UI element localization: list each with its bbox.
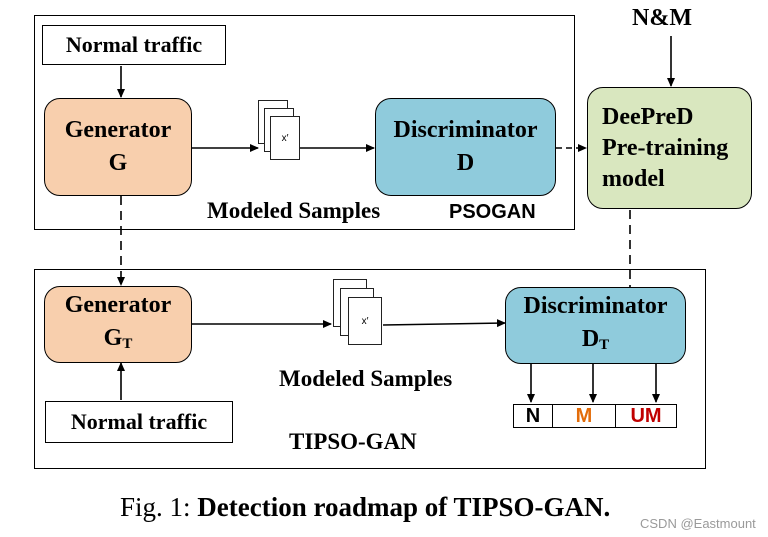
normal-traffic-box-top: Normal traffic	[42, 25, 226, 65]
normal-traffic-label-top: Normal traffic	[65, 32, 203, 57]
output-um: UM	[615, 404, 677, 428]
discriminator-d-title: Discriminator	[393, 117, 538, 143]
nm-source-label: N&M	[632, 5, 692, 31]
tipso-gan-label: TIPSO-GAN	[289, 429, 417, 454]
psogan-label: PSOGAN	[449, 201, 536, 223]
sample-sheet-front: x′	[270, 116, 300, 160]
generator-g-title: Generator	[64, 117, 172, 143]
arrow-samples-to-discriminator-t	[382, 319, 506, 328]
tipso-gan-frame	[34, 269, 706, 469]
figure-caption-prefix: Fig. 1:	[120, 492, 191, 522]
sample-symbol-top: x′	[281, 132, 289, 144]
output-n-label: N	[525, 404, 541, 427]
deepred-pretraining-box: DeePreD Pre-training model	[587, 87, 752, 209]
modeled-samples-caption-bottom: Modeled Samples	[279, 366, 453, 391]
discriminator-dt-box: Discriminator DT	[505, 287, 686, 364]
output-um-label: UM	[630, 404, 662, 427]
sample-symbol-bottom: x′	[361, 315, 369, 327]
psogan-frame	[34, 15, 575, 230]
output-n: N	[513, 404, 553, 428]
output-m-label: M	[575, 404, 593, 427]
generator-g-box: Generator G	[44, 98, 192, 196]
modeled-samples-caption-top: Modeled Samples	[207, 198, 381, 223]
generator-gt-symbol: GT	[103, 324, 133, 352]
sample-sheet-front-bottom: x′	[348, 297, 382, 345]
normal-traffic-box-bottom: Normal traffic	[45, 401, 233, 443]
generator-g-symbol: G	[108, 150, 128, 176]
pretrain-line-1: DeePreD	[602, 103, 694, 130]
discriminator-d-symbol: D	[456, 150, 475, 176]
watermark: CSDN @Eastmount	[640, 516, 756, 531]
normal-traffic-label-bottom: Normal traffic	[70, 409, 208, 434]
output-m: M	[553, 404, 615, 428]
pretrain-line-2: Pre-training	[602, 134, 729, 161]
figure-caption: Fig. 1: Detection roadmap of TIPSO-GAN.	[120, 492, 610, 523]
pretrain-line-3: model	[602, 165, 665, 192]
discriminator-dt-symbol: DT	[581, 325, 610, 353]
figure-caption-title: Detection roadmap of TIPSO-GAN.	[197, 492, 611, 522]
discriminator-d-box: Discriminator D	[375, 98, 556, 196]
generator-gt-title: Generator	[64, 291, 172, 318]
generator-gt-box: Generator GT	[44, 286, 192, 363]
discriminator-dt-title: Discriminator	[523, 292, 668, 319]
